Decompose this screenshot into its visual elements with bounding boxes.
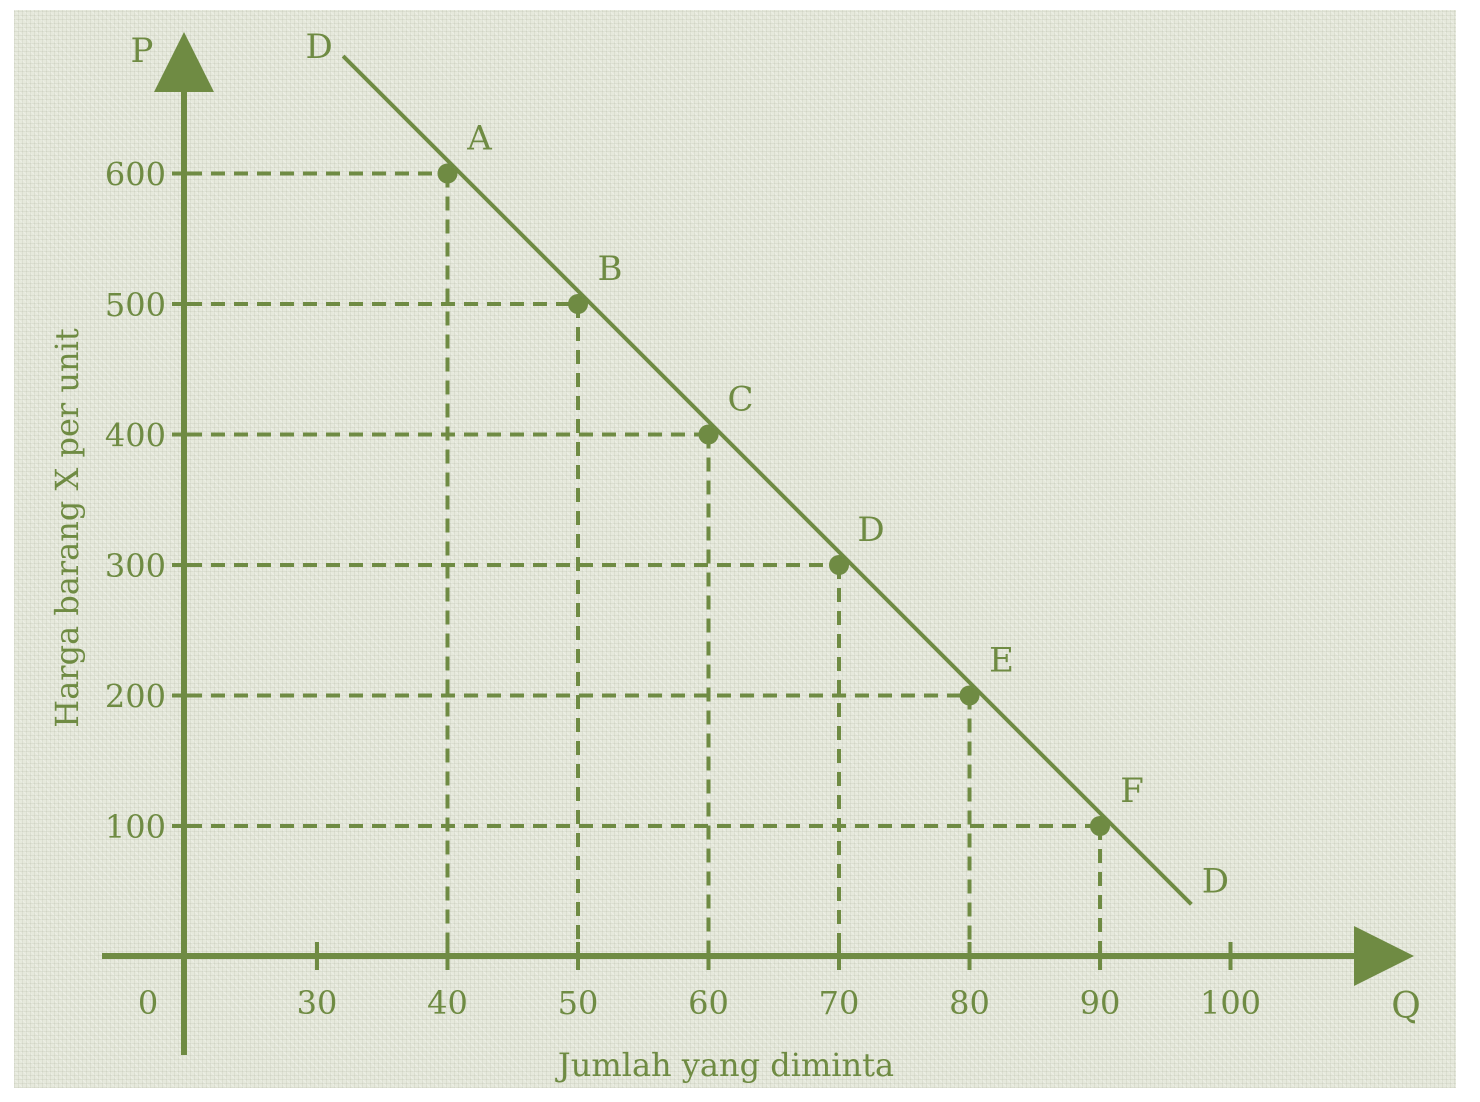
demand-point-marker (959, 685, 980, 706)
x-tick-label: 70 (819, 984, 860, 1022)
demand-point-label: D (857, 510, 884, 550)
y-tick-label: 200 (105, 678, 166, 716)
x-tick-label: 80 (949, 984, 990, 1022)
x-tick-label: 60 (688, 984, 729, 1022)
demand-curve-line (341, 54, 1193, 906)
demand-point-label: B (598, 249, 623, 289)
x-tick-label: 100 (1200, 984, 1261, 1022)
demand-point-marker (698, 424, 719, 445)
demand-point-marker (568, 294, 588, 314)
y-tick-label: 400 (105, 417, 166, 455)
curve-label-bottom: D (1202, 861, 1229, 901)
demand-point-marker (1090, 816, 1110, 836)
demand-point-label: F (1120, 771, 1144, 811)
y-tick-label: 100 (105, 808, 166, 846)
curve-label-top: D (305, 27, 332, 67)
x-axis-symbol: Q (1391, 986, 1421, 1027)
x-axis-title: Jumlah yang diminta (555, 1046, 894, 1084)
demand-point-label: C (727, 380, 753, 420)
y-tick-label: 600 (105, 156, 166, 194)
x-tick-label: 90 (1080, 984, 1121, 1022)
demand-point-label: E (989, 641, 1014, 681)
x-tick-label: 40 (427, 984, 468, 1022)
demand-point-marker (437, 163, 458, 184)
x-tick-label: 50 (558, 984, 599, 1022)
x-tick-label: 30 (297, 984, 338, 1022)
origin-label: 0 (138, 984, 158, 1022)
y-tick-label: 300 (105, 547, 166, 585)
demand-point-label: A (466, 119, 492, 159)
y-axis-symbol: P (131, 31, 154, 71)
y-axis-title: Harga barang X per unit (48, 328, 86, 728)
y-tick-label: 500 (105, 286, 166, 324)
demand-point-marker (829, 555, 849, 575)
